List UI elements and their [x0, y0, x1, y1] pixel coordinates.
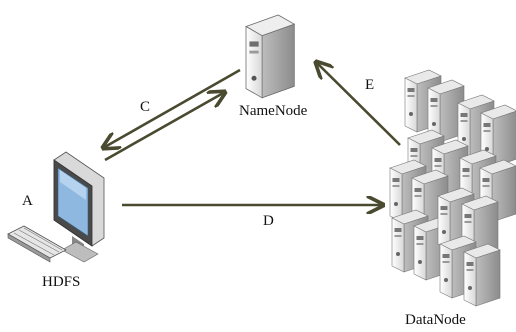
edge-e-arrow: [316, 62, 401, 146]
edge-c-label: C: [140, 99, 151, 115]
client-tag-a: A: [22, 193, 33, 209]
namenode-label: NameNode: [239, 103, 308, 119]
datanode-cluster-icon: [389, 69, 516, 307]
edge-c-arrow-to-client: [103, 68, 241, 148]
edge-c-arrow-to-namenode: [104, 92, 225, 162]
edge-c: [103, 68, 241, 162]
client-computer-icon: [7, 151, 105, 263]
edge-e-label: E: [365, 77, 375, 93]
datanode-label: DataNode: [405, 312, 466, 328]
edge-d-label: D: [263, 213, 274, 229]
client-label: HDFS: [42, 274, 81, 290]
namenode-server-icon: [245, 14, 296, 99]
